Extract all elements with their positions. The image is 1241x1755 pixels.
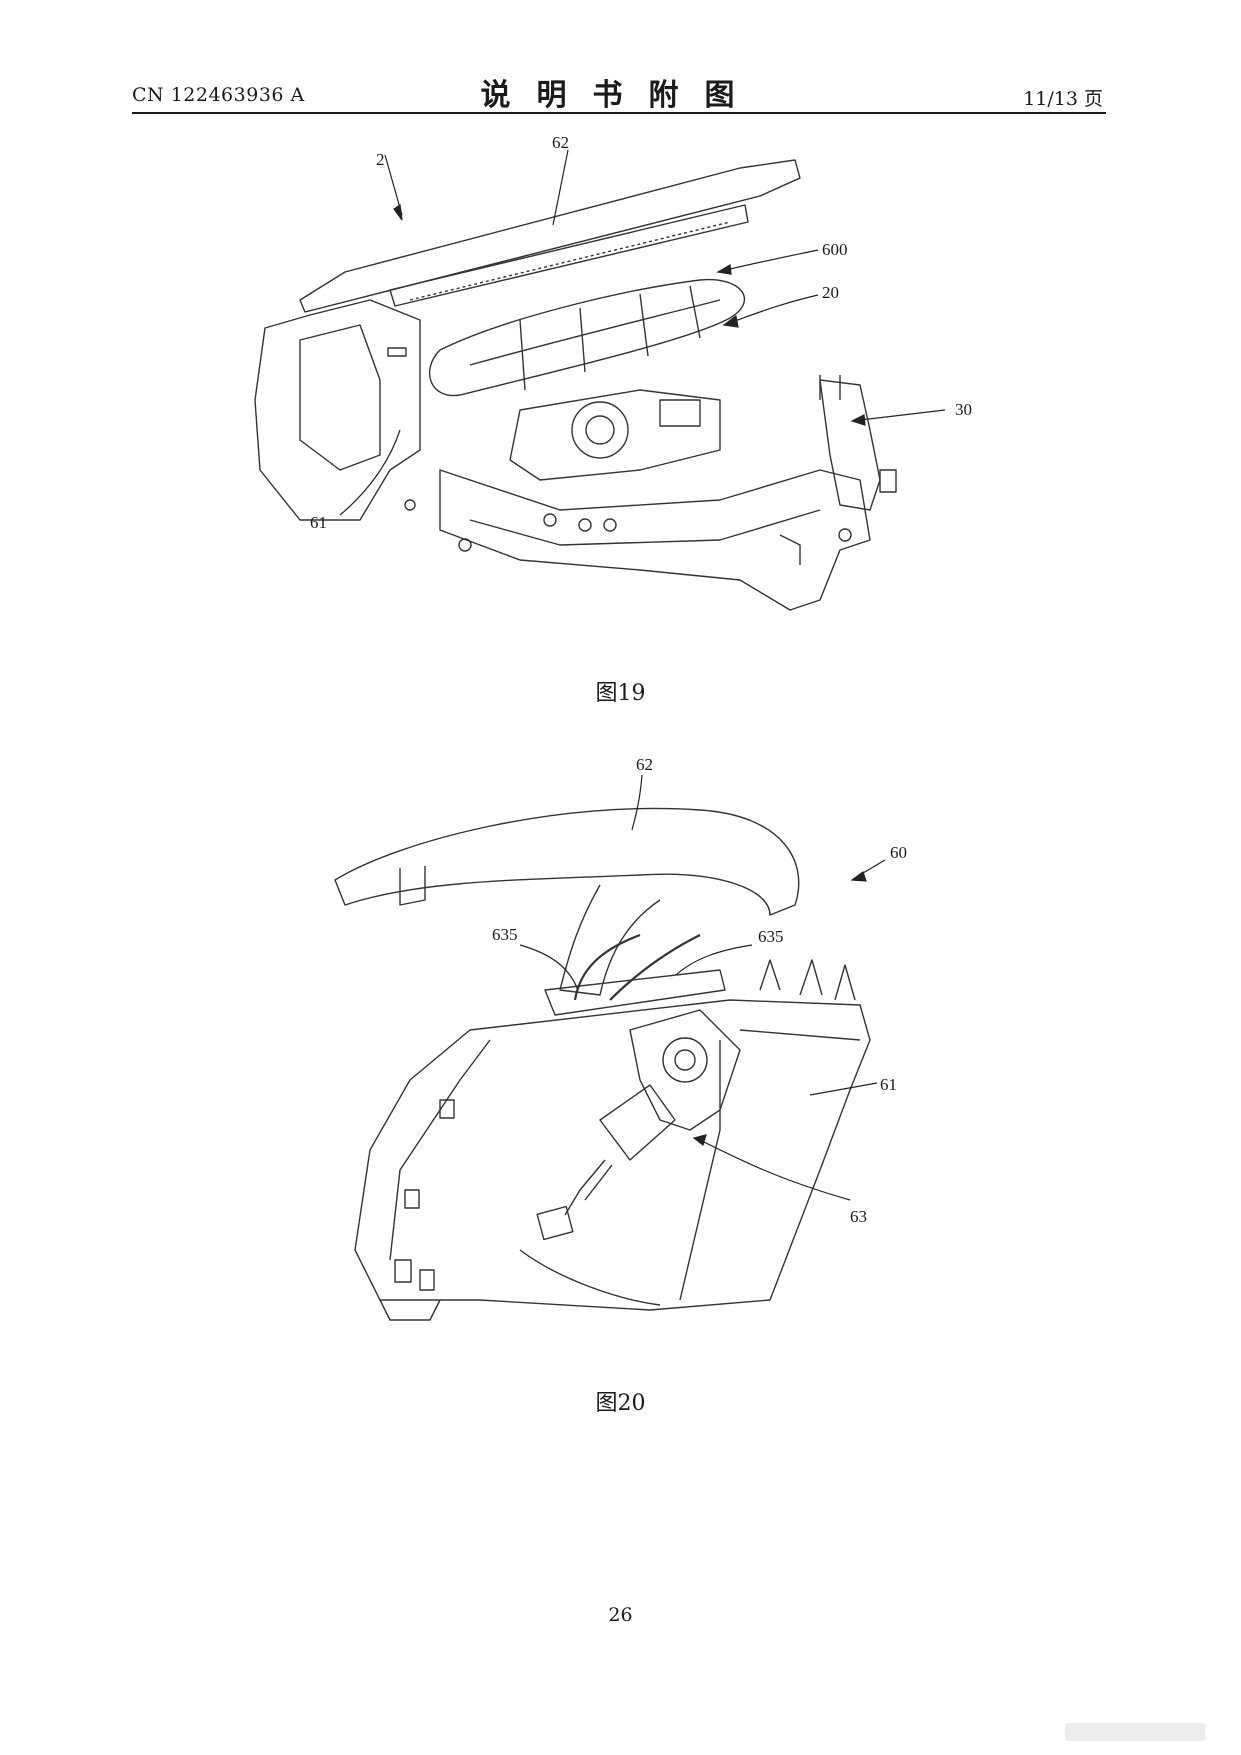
fig20-label-60: 60 [890, 843, 907, 862]
fig19-label-20: 20 [822, 283, 839, 302]
publication-number: CN 122463936 A [132, 84, 305, 106]
figure-19-drawing: 2 62 600 20 30 61 [254, 133, 972, 611]
fig19-label-61: 61 [310, 513, 327, 532]
page-number: 26 [608, 1604, 633, 1626]
fig19-label-600: 600 [822, 240, 848, 259]
section-title: 说明书附图 [480, 78, 761, 113]
figure-20-caption: 图20 [595, 1391, 646, 1416]
watermark-strip [1065, 1723, 1205, 1741]
fig20-label-61: 61 [880, 1075, 897, 1094]
fig20-label-63: 63 [850, 1207, 867, 1226]
fig19-label-62: 62 [552, 133, 569, 152]
header-rule [132, 112, 1106, 114]
fig20-label-635-right: 635 [758, 927, 784, 946]
figure-19-caption: 图19 [595, 681, 646, 706]
fig19-label-30: 30 [955, 400, 972, 419]
fig20-label-62: 62 [636, 755, 653, 774]
fig19-label-2: 2 [376, 150, 385, 169]
fig20-label-635-left: 635 [492, 925, 518, 944]
page-counter: 11/13 页 [1023, 88, 1103, 110]
figure-20-drawing: 62 60 635 635 61 63 [334, 755, 907, 1321]
